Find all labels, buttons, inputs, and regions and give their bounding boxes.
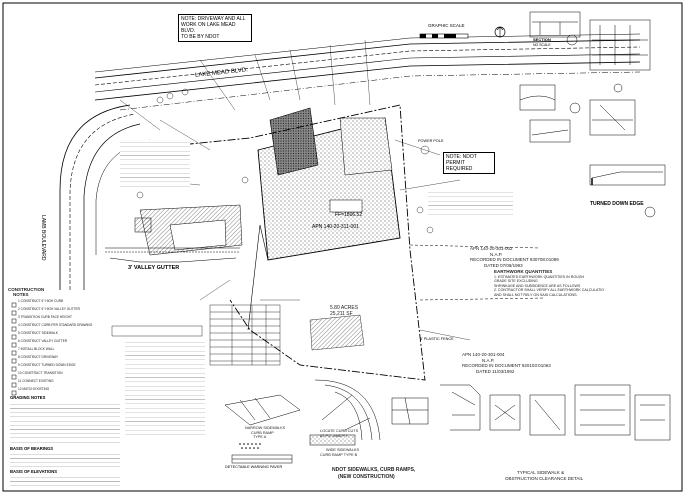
- construction-note: 5 CONSTRUCT SIDEWALK: [18, 331, 58, 335]
- valley-gutter-detail: [105, 217, 240, 263]
- grading-notes-body: [10, 402, 120, 444]
- sidewalks-title-line: (NEW CONSTRUCTION): [338, 473, 395, 480]
- driveway-note-line: NOTE: DRIVEWAY AND ALL: [181, 16, 246, 22]
- wide-sidewalk-line: WIDE SIDEWALKS: [326, 448, 359, 452]
- earthwork-block: EARTHWORK QUANTITIES 1. ESTIMATED EARTHW…: [494, 270, 604, 298]
- apn-north-block: APN 140-20-301-002 N.A.P. RECORDED IN DO…: [470, 246, 559, 268]
- turned-down-edge-label: TURNED DOWN EDGE: [590, 201, 644, 207]
- locate-curb-line: LOCATE CURB CUTS: [320, 429, 359, 433]
- parking-area: [139, 204, 365, 351]
- general-notes-column: [125, 340, 205, 435]
- legal-description-block: [428, 190, 513, 218]
- grading-notes-title: GRADING NOTES: [10, 395, 46, 400]
- grade-table: [111, 304, 281, 366]
- graphic-scale-label: GRAPHIC SCALE: [428, 23, 465, 28]
- apn-south-line: DATED 11/03/1992: [476, 368, 515, 374]
- construction-note: 4 CONSTRUCT CURB PER STANDARD DRAWING: [18, 323, 93, 327]
- ndot-note-line: PERMIT REQUIRED: [446, 160, 473, 172]
- driveway-note-line: WORK ON LAKE MEAD BLVD.: [181, 22, 236, 34]
- typical-sidewalk-line: TYPICAL SIDEWALK &: [517, 470, 565, 475]
- construction-note: 3 TRANSITION CURB FACE HEIGHT: [18, 315, 72, 319]
- construction-notes-title: NOTES: [13, 292, 29, 297]
- construction-note-symbols: [11, 302, 17, 396]
- wide-sidewalk-line: CURB RAMP TYPE B: [320, 452, 358, 457]
- acres-line: 5.80 ACRES: [330, 305, 359, 311]
- construction-note: 10 CONSTRUCT TRANSITION: [18, 371, 63, 375]
- construction-note: 6 CONSTRUCT VALLEY GUTTER: [18, 339, 68, 343]
- power-pole-label: POWER POLE: [418, 139, 444, 143]
- curb-ramp-details: [224, 379, 671, 464]
- property-boundary: [129, 104, 546, 381]
- basis-of-elevations-body: [10, 475, 120, 487]
- sidewalks-title-block: NDOT SIDEWALKS, CURB RAMPS, (NEW CONSTRU…: [332, 467, 415, 480]
- earthwork-item: GRADE SITE EXCLUDING: [494, 279, 538, 284]
- apn-south-line: APN 140-20-301-004: [462, 352, 505, 357]
- landscape-trees: [136, 88, 434, 234]
- construction-note: 1 CONSTRUCT 6" HIGH CURB: [18, 299, 64, 303]
- earthwork-item: AND SHALL NOT RELY ON SAID CALCULATIONS.: [494, 292, 578, 297]
- graphic-scale-bar: [419, 26, 506, 39]
- basis-of-bearings-body: [10, 452, 120, 468]
- acres-block: 5.80 ACRES 25,211 SF: [330, 305, 358, 317]
- section-label: SECTION: [533, 37, 551, 42]
- earthwork-title: EARTHWORK QUANTITIES: [494, 270, 553, 274]
- typical-sidewalk-block: TYPICAL SIDEWALK & OBSTRUCTION CLEARANCE…: [505, 470, 583, 481]
- callout-text-block: [120, 140, 190, 190]
- construction-note: 7 INSTALL BLOCK WALL: [18, 347, 55, 351]
- construction-notes-title: CONSTRUCTION: [8, 287, 45, 292]
- earthwork-item: 2. CONTRACTOR SHALL VERIFY ALL EARTHWORK…: [494, 288, 604, 293]
- apn-main-label: APN 140-20-311-001: [312, 224, 359, 230]
- lamb-boulevard-curb: [59, 104, 151, 290]
- building-footprint: [257, 107, 401, 261]
- detectable-warning-paver: [239, 443, 261, 449]
- apn-south-line: N.A.P.: [482, 357, 495, 363]
- acres-line: 25,211 SF: [330, 311, 353, 317]
- driveway-note-line: TO BE BY NDOT: [181, 34, 220, 40]
- locate-curb-block: LOCATE CURB CUTS AT P.C. AND P.T.: [320, 429, 358, 438]
- narrow-sidewalk-block: NARROW SIDEWALKS CURB RAMP TYPE A: [245, 426, 285, 440]
- earthwork-item: 1. ESTIMATED EARTHWORK QUANTITIES IN ROU…: [494, 274, 585, 279]
- construction-note: 9 CONSTRUCT TURNED DOWN EDGE: [18, 363, 76, 367]
- apn-north-line: DATED 07/08/1993: [484, 262, 523, 268]
- earthwork-item: SHRINKAGE AND SUBSIDENCE ARE AS FOLLOWS: [494, 283, 581, 288]
- typical-sidewalk-line: OBSTRUCTION CLEARANCE DETAIL: [505, 475, 584, 481]
- no-scale-label: NO SCALE: [533, 43, 551, 47]
- construction-note: 2 CONSTRUCT 6" HIGH VALLEY GUTTER: [18, 307, 80, 311]
- narrow-sidewalk-line: CURB RAMP: [251, 430, 274, 435]
- sidewalks-title-line: NDOT SIDEWALKS, CURB RAMPS,: [332, 467, 416, 473]
- detectable-paver-label: DETECTABLE WARNING PAVER: [225, 465, 283, 469]
- wide-sidewalk-block: WIDE SIDEWALKS CURB RAMP TYPE B: [320, 448, 359, 457]
- ndot-permit-note: NOTE: NDOT PERMIT REQUIRED: [443, 152, 495, 174]
- construction-note: 8 CONSTRUCT DRIVEWAY: [18, 355, 59, 359]
- narrow-sidewalk-line: TYPE A: [253, 435, 267, 440]
- construction-note: 11 CONNECT EXISTING: [18, 379, 54, 383]
- construction-note: 12 MATCH EXISTING: [18, 387, 50, 391]
- ff-elevation-label: FF=1806.52: [335, 212, 363, 218]
- construction-notes-block: CONSTRUCTION NOTES 1 CONSTRUCT 6" HIGH C…: [8, 287, 123, 393]
- locate-curb-line: AT P.C. AND P.T.: [320, 433, 349, 438]
- valley-gutter-label: 3' VALLEY GUTTER: [128, 265, 180, 271]
- apn-south-line: RECORDED IN DOCUMENT 920103:01063: [462, 363, 551, 368]
- basis-of-bearings-title: BASIS OF BEARINGS: [10, 446, 54, 451]
- detail-sections-top-right: [519, 11, 666, 218]
- apn-south-block: APN 140-20-301-004 N.A.P. RECORDED IN DO…: [462, 352, 551, 374]
- lamb-boulevard-label: LAMB BOULEVARD: [40, 215, 46, 261]
- apn-north-line: N.A.P.: [490, 251, 503, 257]
- lake-mead-road: [94, 33, 641, 111]
- narrow-sidewalk-line: NARROW SIDEWALKS: [245, 426, 286, 430]
- ndot-note-line: NOTE: NDOT: [446, 154, 477, 160]
- plastic-fence-label: 6' PLASTIC FENCE: [420, 337, 454, 341]
- driveway-note: NOTE: DRIVEWAY AND ALL WORK ON LAKE MEAD…: [178, 14, 252, 42]
- apn-north-line: APN 140-20-301-002: [470, 246, 513, 251]
- basis-of-elevations-title: BASIS OF ELEVATIONS: [10, 469, 58, 474]
- apn-north-line: RECORDED IN DOCUMENT 930708:01089: [470, 257, 559, 262]
